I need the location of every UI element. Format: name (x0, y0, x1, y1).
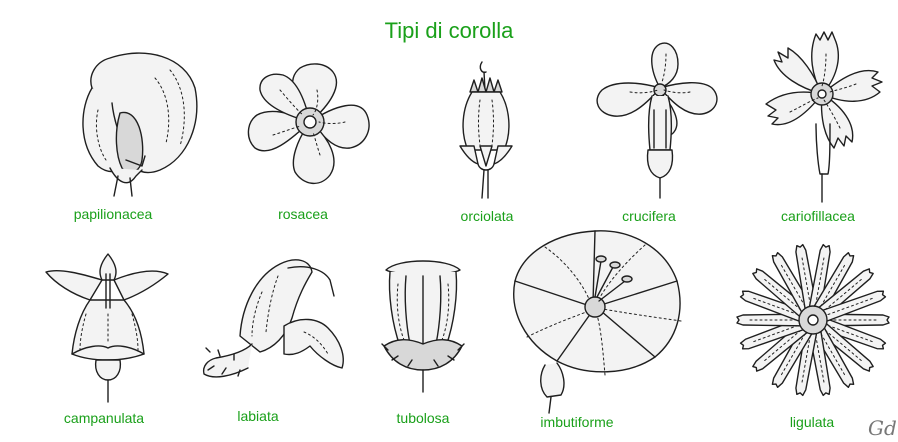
cariofillacea-illustration (760, 24, 890, 204)
tubolosa-illustration (378, 254, 468, 394)
label-imbutiforme: imbutiforme (540, 414, 613, 430)
campanulata-illustration (42, 244, 177, 404)
label-labiata: labiata (237, 408, 278, 424)
label-crucifera: crucifera (622, 208, 676, 224)
label-cariofillacea: cariofillacea (781, 208, 855, 224)
label-tubolosa: tubolosa (397, 410, 450, 426)
label-orciolata: orciolata (461, 208, 514, 224)
papilionacea-illustration (70, 48, 205, 198)
author-signature: Gd (868, 416, 897, 440)
imbutiforme-illustration (505, 225, 685, 415)
rosacea-illustration (245, 60, 375, 190)
crucifera-illustration (590, 40, 730, 200)
label-campanulata: campanulata (64, 410, 144, 426)
label-papilionacea: papilionacea (74, 206, 153, 222)
orciolata-illustration (452, 60, 522, 200)
label-rosacea: rosacea (278, 206, 328, 222)
ligulata-illustration (725, 230, 885, 405)
label-ligulata: ligulata (790, 414, 834, 430)
labiata-illustration (200, 256, 360, 396)
